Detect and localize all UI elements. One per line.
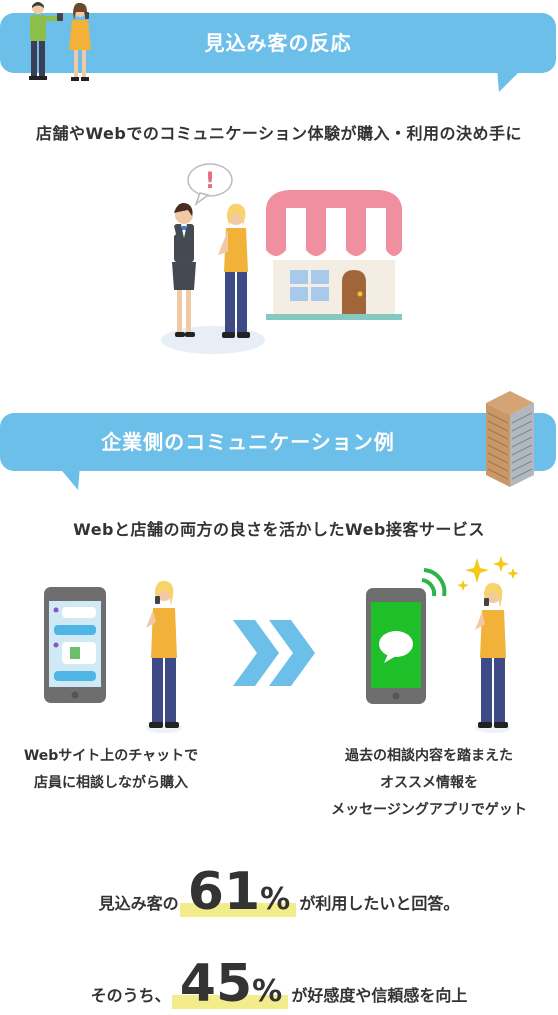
stat-trust-prefix: そのうち、: [90, 986, 171, 1005]
sparkle-icon: [457, 556, 519, 591]
banner-tail-icon: [58, 466, 80, 490]
chevron-right-icon: [233, 620, 315, 686]
smartphone-chat-icon: [44, 587, 106, 703]
stat-intent: 見込み客の 61% が利用したいと回答。: [0, 866, 558, 918]
message-app-caption-line2: オススメ情報を: [380, 775, 478, 791]
stat-trust-unit: %: [252, 974, 283, 1009]
company-banner-title: 企業側のコミュニケーション例: [101, 430, 395, 454]
stat-trust-number: 45: [179, 954, 253, 1014]
stat-intent-unit: %: [260, 882, 291, 917]
stat-intent-suffix: が利用したいと回答。: [299, 894, 460, 913]
stat-intent-number: 61: [187, 862, 261, 922]
company-banner: 企業側のコミュニケーション例: [0, 413, 556, 471]
people-icon: [29, 2, 91, 81]
chat-purchase-caption-line2: 店員に相談しながら購入: [34, 775, 188, 791]
store-icon: [266, 190, 402, 320]
reaction-caption: 店舗やWebでのコミュニケーション体験が購入・利用の決め手に: [35, 124, 523, 143]
customer-figure: [146, 580, 182, 733]
banner-tail-icon: [497, 68, 523, 92]
smartphone-message-icon: [366, 568, 447, 704]
message-app-caption-line3: メッセージングアプリでゲット: [331, 802, 527, 818]
message-app-caption: 過去の相談内容を踏まえた オススメ情報を メッセージングアプリでゲット: [300, 743, 558, 824]
chat-purchase-caption: Webサイト上のチャットで 店員に相談しながら購入: [0, 743, 222, 797]
stat-trust: そのうち、 45% が好感度や信頼感を向上: [0, 958, 558, 1010]
stat-trust-value: 45%: [171, 958, 289, 1010]
chat-purchase-caption-line1: Webサイト上のチャットで: [23, 748, 199, 764]
store-scene: !: [158, 163, 402, 354]
stat-intent-prefix: 見込み客の: [98, 894, 179, 913]
stat-trust-suffix: が好感度や信頼感を向上: [291, 986, 468, 1005]
alert-mark: !: [205, 169, 215, 194]
customer-sparkle-figure: [457, 556, 519, 733]
reaction-banner-title: 見込み客の反応: [204, 31, 352, 55]
stat-intent-value: 61%: [179, 866, 297, 918]
building-icon: [486, 391, 534, 487]
reaction-banner: 見込み客の反応: [0, 13, 556, 73]
company-caption: Webと店舗の両方の良さを活かしたWeb接客サービス: [73, 520, 485, 539]
message-app-caption-line1: 過去の相談内容を踏まえた: [345, 748, 513, 764]
